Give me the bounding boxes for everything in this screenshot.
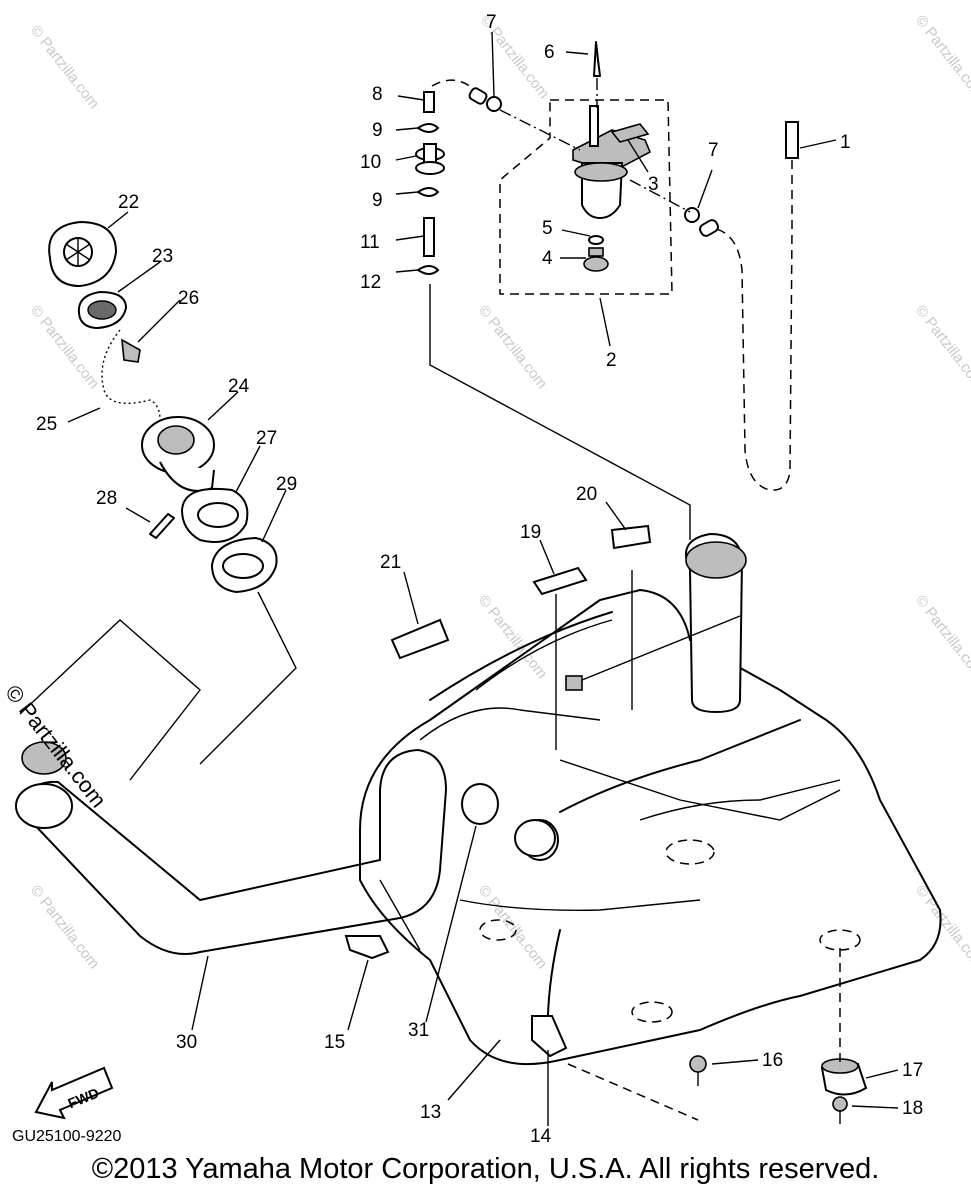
callout-1: 1 xyxy=(840,132,851,153)
callout-5: 5 xyxy=(542,218,553,239)
part-7-clamps xyxy=(431,79,700,223)
callout-26: 26 xyxy=(178,288,199,309)
callout-29: 29 xyxy=(276,474,297,495)
callout-23: 23 xyxy=(152,246,173,267)
callout-24: 24 xyxy=(228,376,250,397)
callout-11: 11 xyxy=(360,232,380,253)
callout-10: 10 xyxy=(360,152,381,173)
background-watermarks: © Partzilla.com © Partzilla.com © Partzi… xyxy=(27,12,971,972)
labels-19-21 xyxy=(390,524,652,750)
parts-16-18-bolts-damper xyxy=(567,948,868,1124)
callout-21: 21 xyxy=(380,552,401,573)
part-13-fuel-tank xyxy=(359,532,942,1066)
filler-cap-group xyxy=(48,220,278,594)
callout-30: 30 xyxy=(176,1032,197,1053)
parts-8-to-12-hose-filter xyxy=(415,91,691,540)
callout-14: 14 xyxy=(530,1126,552,1147)
callout-22: 22 xyxy=(118,192,139,213)
callout-25: 25 xyxy=(36,414,57,435)
callout-16: 16 xyxy=(762,1050,783,1071)
callout-3: 3 xyxy=(648,174,659,195)
callout-28: 28 xyxy=(96,488,117,509)
fwd-arrow-icon: FWD xyxy=(34,1066,114,1120)
callout-7-top: 7 xyxy=(486,12,497,33)
watermark: © Partzilla.com xyxy=(27,882,103,972)
callout-19: 19 xyxy=(520,522,541,543)
callout-27: 27 xyxy=(256,428,277,449)
callout-9-upper: 9 xyxy=(372,120,383,141)
callout-2: 2 xyxy=(606,350,617,371)
callout-9-lower: 9 xyxy=(372,190,383,211)
watermark: © Partzilla.com xyxy=(475,302,551,392)
leader-lines xyxy=(67,31,899,1126)
callout-20: 20 xyxy=(576,484,597,505)
watermark: © Partzilla.com xyxy=(912,12,971,102)
part-6-needle xyxy=(593,41,601,108)
callout-6: 6 xyxy=(544,42,555,63)
part-1-vent-hose xyxy=(699,121,799,491)
watermark: © Partzilla.com xyxy=(475,592,551,682)
part-2-fuel-cock-assembly xyxy=(499,99,673,295)
watermark: © Partzilla.com xyxy=(912,302,971,392)
copyright-notice: ©2013 Yamaha Motor Corporation, U.S.A. A… xyxy=(91,1153,880,1185)
callout-17: 17 xyxy=(902,1060,923,1081)
diagram-code: GU25100-9220 xyxy=(12,1128,122,1145)
watermark: © Partzilla.com xyxy=(912,592,971,682)
parts-14-15-brackets xyxy=(344,935,568,1058)
callout-8: 8 xyxy=(372,84,383,105)
callout-numbers: 1 2 3 4 5 6 7 7 8 9 9 10 11 12 13 14 15 … xyxy=(36,12,923,1147)
callout-7-right: 7 xyxy=(708,140,719,161)
watermark: © Partzilla.com xyxy=(27,22,103,112)
part-30-filler-hose xyxy=(15,591,448,955)
callout-4: 4 xyxy=(542,248,553,269)
callout-31: 31 xyxy=(408,1020,429,1041)
callout-18: 18 xyxy=(902,1098,923,1119)
callout-15: 15 xyxy=(324,1032,345,1053)
callout-12: 12 xyxy=(360,272,381,293)
callout-13: 13 xyxy=(420,1102,441,1123)
watermark: © Partzilla.com xyxy=(475,882,551,972)
